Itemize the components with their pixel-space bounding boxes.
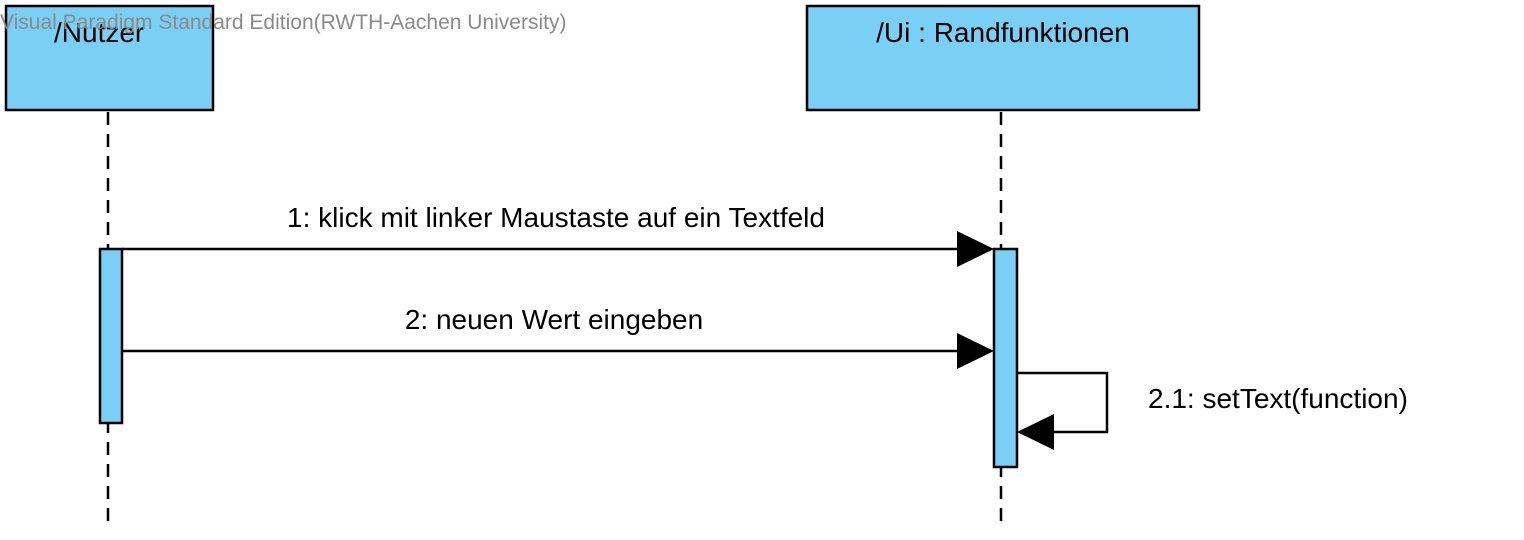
lifeline-nutzer: /Nutzer <box>4 4 215 530</box>
activation-bar-nutzer <box>98 247 124 425</box>
activation-bar-ui <box>992 247 1019 469</box>
lifeline-nutzer-title: /Nutzer <box>54 17 144 48</box>
watermark-text: Visual Paradigm Standard Edition(RWTH-Aa… <box>0 11 566 34</box>
lifeline-nutzer-head[interactable] <box>4 4 215 112</box>
message-2-1-label: 2.1: setText(function) <box>1148 383 1408 414</box>
lifeline-ui-randfunktionen: /Ui : Randfunktionen <box>805 4 1201 530</box>
message-1-arrowhead <box>957 231 994 267</box>
message-2-arrowhead <box>957 333 994 369</box>
message-2-1-arrow-line <box>1017 371 1109 434</box>
message-2-1-arrowhead <box>1017 414 1054 450</box>
message-2-1-self-call[interactable]: 2.1: setText(function) <box>1017 371 1408 450</box>
message-1[interactable]: 1: klick mit linker Maustaste auf ein Te… <box>122 202 994 267</box>
message-2[interactable]: 2: neuen Wert eingeben <box>122 304 994 369</box>
message-1-label: 1: klick mit linker Maustaste auf ein Te… <box>287 202 825 233</box>
lifeline-ui-head[interactable] <box>805 4 1201 112</box>
message-2-label: 2: neuen Wert eingeben <box>405 304 703 335</box>
lifeline-ui-title: /Ui : Randfunktionen <box>876 17 1130 48</box>
